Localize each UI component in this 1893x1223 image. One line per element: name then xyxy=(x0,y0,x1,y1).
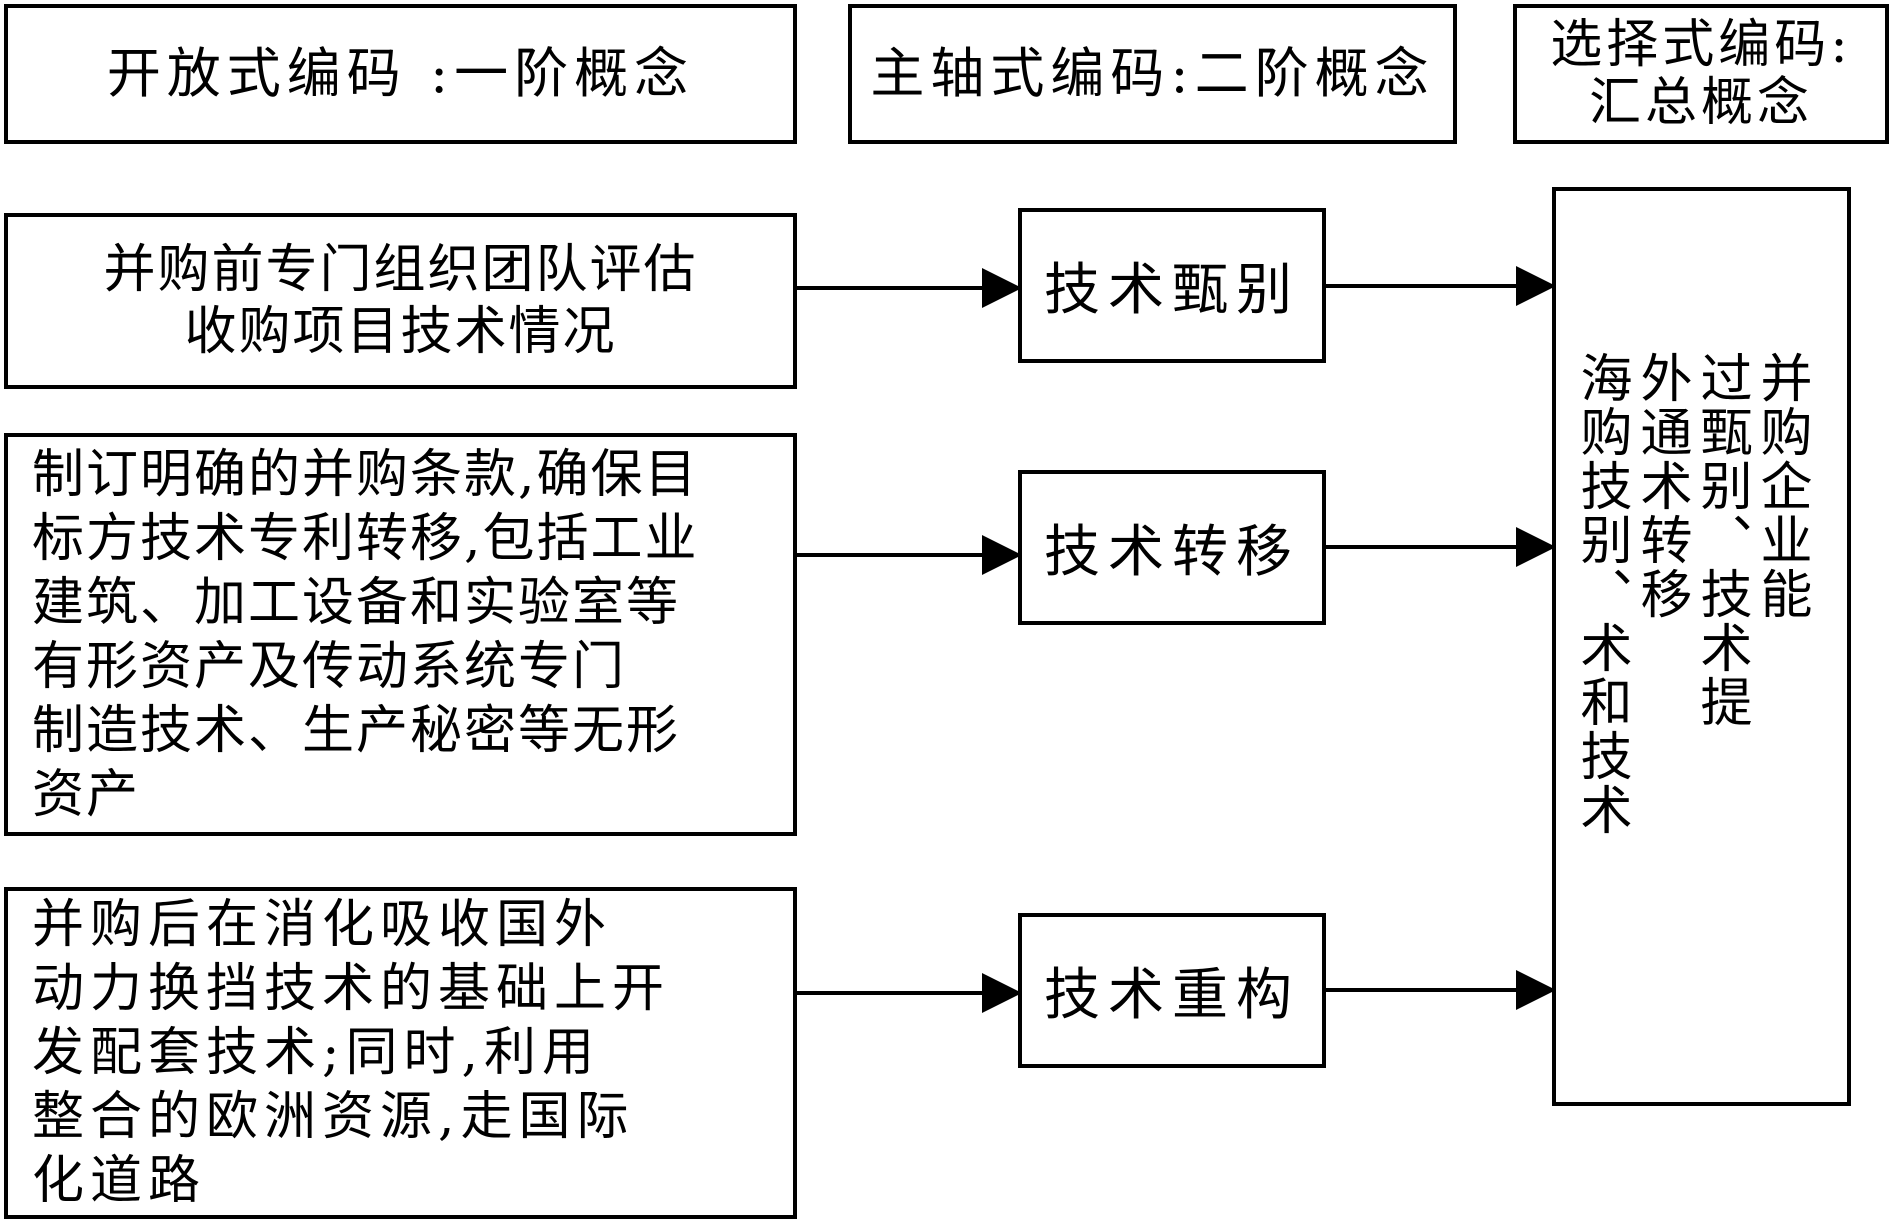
open-code-text-3: 并购后在消化吸收国外 动力换挡技术的基础上开 发配套技术;同时,利用 整合的欧洲… xyxy=(32,895,671,1211)
header-selective-coding-label: 选择式编码: 汇总概念 xyxy=(1550,15,1852,133)
header-axial-coding: 主轴式编码:二阶概念 xyxy=(848,4,1457,144)
header-open-coding: 开放式编码 :一阶概念 xyxy=(4,4,797,144)
header-open-coding-label: 开放式编码 :一阶概念 xyxy=(106,42,695,105)
open-code-box-1: 并购前专门组织团队评估 收购项目技术情况 xyxy=(4,213,797,389)
open-code-box-2: 制订明确的并购条款,确保目 标方技术专利转移,包括工业 建筑、加工设备和实验室等… xyxy=(4,433,797,836)
open-code-text-2: 制订明确的并购条款,确保目 标方技术专利转移,包括工业 建筑、加工设备和实验室等… xyxy=(32,444,699,825)
axial-code-label-2: 技术转移 xyxy=(1044,520,1300,585)
selective-code-text: 并购企业能 过甄别、技术提 外通术转移 海购技别、术和技术 xyxy=(1571,351,1811,837)
header-selective-coding: 选择式编码: 汇总概念 xyxy=(1513,4,1889,144)
axial-code-box-2: 技术转移 xyxy=(1018,470,1326,625)
axial-code-box-3: 技术重构 xyxy=(1018,913,1326,1068)
axial-code-label-1: 技术甄别 xyxy=(1044,258,1300,323)
header-axial-coding-label: 主轴式编码:二阶概念 xyxy=(870,42,1435,105)
open-code-box-3: 并购后在消化吸收国外 动力换挡技术的基础上开 发配套技术;同时,利用 整合的欧洲… xyxy=(4,887,797,1219)
axial-code-label-3: 技术重构 xyxy=(1044,963,1300,1028)
selective-code-box: 并购企业能 过甄别、技术提 外通术转移 海购技别、术和技术 xyxy=(1552,187,1851,1106)
open-code-text-1: 并购前专门组织团队评估 收购项目技术情况 xyxy=(103,240,698,362)
